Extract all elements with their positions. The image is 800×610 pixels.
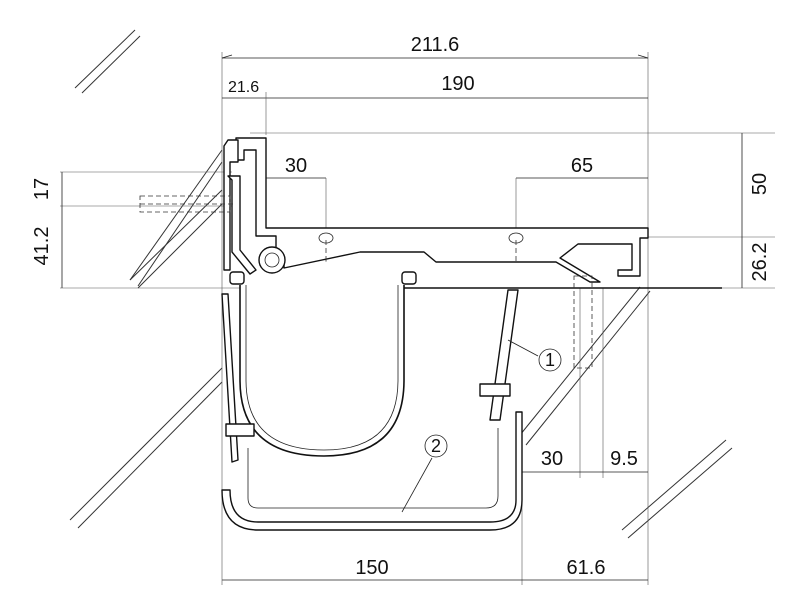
dimension-lines bbox=[60, 52, 775, 585]
callout-2: 2 bbox=[431, 436, 441, 456]
dimension-labels: 211.6 21.6 190 30 65 50 26.2 17 41.2 30 … bbox=[31, 34, 771, 579]
left-bracket bbox=[227, 175, 257, 275]
dim-total-height: 50 bbox=[749, 173, 771, 195]
dim-overall-width: 211.6 bbox=[411, 34, 460, 56]
membrane bbox=[239, 285, 405, 457]
callout-1-circle bbox=[538, 348, 562, 372]
cover-profile bbox=[139, 137, 649, 285]
dim-cover-height: 26.2 bbox=[749, 243, 771, 282]
right-support bbox=[489, 289, 519, 421]
right-bolt bbox=[479, 383, 511, 397]
dim-gutter-width: 150 bbox=[355, 557, 388, 579]
dim-gap-right: 30 bbox=[541, 448, 563, 470]
callout-2-circle bbox=[424, 434, 448, 458]
dim-anchor-right: 65 bbox=[571, 155, 593, 177]
cover-plate bbox=[235, 137, 649, 283]
dim-offset-total: 41.2 bbox=[31, 227, 53, 266]
callout-1: 1 bbox=[545, 350, 555, 370]
dim-right-edge: 61.6 bbox=[567, 557, 606, 579]
left-bolt bbox=[225, 423, 255, 437]
callouts: 1 2 bbox=[401, 339, 562, 513]
dim-left-flange: 21.6 bbox=[228, 79, 259, 96]
left-flange-clip bbox=[223, 139, 239, 271]
dim-bolt-offset: 9.5 bbox=[610, 448, 638, 470]
dim-offset-upper: 17 bbox=[31, 178, 53, 200]
seal-mid bbox=[401, 271, 417, 285]
left-support bbox=[221, 293, 239, 463]
dim-anchor-left: 30 bbox=[285, 155, 307, 177]
hinge-roller bbox=[258, 246, 286, 274]
seal-left bbox=[229, 271, 245, 285]
gutter bbox=[221, 275, 593, 531]
gutter-channel bbox=[221, 411, 523, 531]
dim-cover-width: 190 bbox=[441, 73, 474, 95]
